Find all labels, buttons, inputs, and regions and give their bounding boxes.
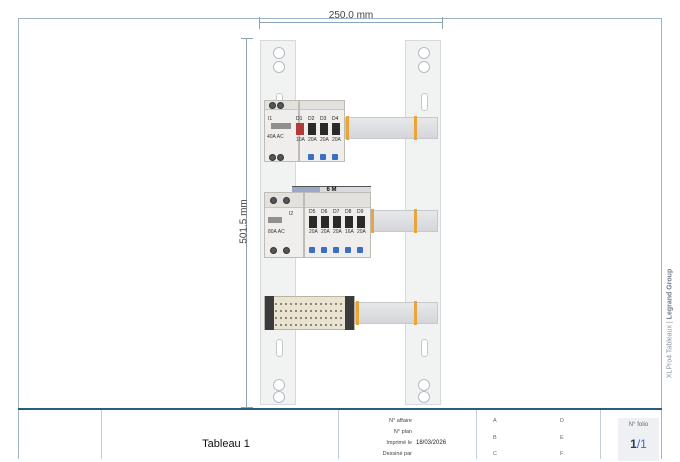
row1-main-switch: I1 40A AC <box>264 100 299 162</box>
row2-main-id: I2 <box>289 211 294 217</box>
row1-main-id: I1 <box>268 116 273 122</box>
din-rail-1 <box>345 116 438 140</box>
row2-breaker-2-rating: 20A <box>321 229 330 235</box>
height-dimension: 501.5 mm <box>238 38 254 408</box>
row1-breaker-4-rating: 20A <box>332 137 341 143</box>
grid-label: F <box>560 451 564 457</box>
terminal-block <box>264 296 355 330</box>
row2-breaker-2-id: D6 <box>321 209 328 215</box>
vendor-product: XLPro4 Tableaux | <box>666 319 674 379</box>
grid-label: C <box>493 451 497 457</box>
row2-breaker-4-id: D8 <box>345 209 352 215</box>
grid-label: D <box>560 418 564 424</box>
field-key: N° affaire <box>389 418 412 424</box>
row2-main-switch: I2 80A AC <box>264 192 304 258</box>
din-rail-3 <box>355 301 438 325</box>
vendor-mark: XLPro4 Tableaux | Legrand Group <box>667 254 674 394</box>
row2-breaker-3-rating: 20A <box>333 229 342 235</box>
row1-breaker-2-id: D2 <box>308 116 315 122</box>
field-key: Dessiné par <box>382 451 412 457</box>
row1-breaker-2-rating: 20A <box>308 137 317 143</box>
row2-breaker-1-rating: 20A <box>309 229 318 235</box>
row1-breaker-1-id: D1 <box>296 116 303 122</box>
height-label: 501.5 mm <box>238 199 250 244</box>
grid-label: B <box>493 435 497 441</box>
drawing-sheet <box>18 18 662 459</box>
folio-number: 1/1 <box>618 437 659 451</box>
folio-total: /1 <box>636 437 647 451</box>
folio-box: N° folio 1/1 <box>618 418 659 461</box>
row2-header-label: 6 M <box>326 187 337 193</box>
din-rail-2 <box>370 209 438 233</box>
title-block: Tableau 1 N° affaire N° plan Imprimé le 1… <box>18 408 662 462</box>
row2-breaker-5-id: D9 <box>357 209 364 215</box>
drawing-title: Tableau 1 <box>202 438 250 450</box>
folio-current: 1 <box>630 437 637 451</box>
row1-breaker-1-rating: 10A <box>296 137 305 143</box>
row1-breaker-3-id: D3 <box>320 116 327 122</box>
row1-breaker-4-id: D4 <box>332 116 339 122</box>
vendor-brand: Legrand Group <box>666 268 674 320</box>
field-key: N° plan <box>393 429 412 435</box>
folio-label: N° folio <box>628 422 649 428</box>
row1-breakers: D1 D2 D3 D4 10A 20A 20A 20A <box>296 100 345 162</box>
row2-breaker-1-id: D5 <box>309 209 316 215</box>
width-label: 250.0 mm <box>328 10 374 21</box>
row2-main-rating: 80A AC <box>268 229 285 235</box>
field-value: 18/03/2026 <box>416 440 447 446</box>
row2-breaker-4-rating: 16A <box>345 229 354 235</box>
field-key: Imprimé le <box>386 440 412 446</box>
row1-main-rating: 40A AC <box>267 134 284 140</box>
row2-breaker-5-rating: 20A <box>357 229 366 235</box>
row1-breaker-3-rating: 20A <box>320 137 329 143</box>
row2-breakers: D5 D6 D7 D8 D9 20A 20A 20A 16A 20A <box>304 192 371 258</box>
grid-label: A <box>493 418 497 424</box>
row2-header: 6 M <box>292 186 371 194</box>
row2-breaker-3-id: D7 <box>333 209 340 215</box>
grid-label: E <box>560 435 564 441</box>
width-dimension: 250.0 mm <box>259 10 443 29</box>
